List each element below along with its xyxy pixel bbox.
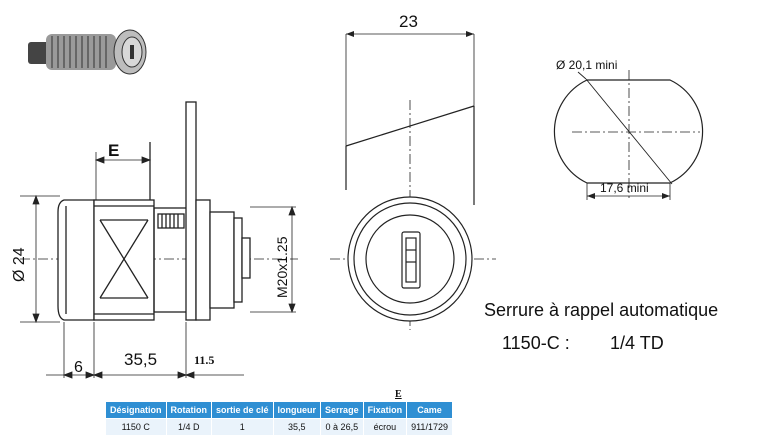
section-detail bbox=[553, 70, 704, 200]
dim-diameter-24: Ø 24 bbox=[11, 247, 28, 282]
cell-rotation: 1/4 D bbox=[165, 418, 213, 436]
header-fixing: Fixation bbox=[362, 401, 408, 419]
dim-diameter-mini: Ø 20,1 mini bbox=[556, 58, 617, 72]
header-cam: Came bbox=[406, 401, 453, 419]
cell-clamping: 0 à 26,5 bbox=[320, 418, 364, 436]
header-clamping: Serrage bbox=[320, 401, 364, 419]
side-view bbox=[20, 101, 298, 321]
cell-key-exit: 1 bbox=[211, 418, 274, 436]
front-view bbox=[330, 33, 496, 330]
product-title: Serrure à rappel automatique bbox=[484, 300, 719, 320]
spec-table: Désignation Rotation sortie de clé longu… bbox=[105, 401, 453, 436]
cell-cam: 911/1729 bbox=[406, 418, 453, 436]
lock-photo bbox=[28, 29, 147, 75]
dim-11-5: 11.5 bbox=[194, 353, 214, 367]
model-reference: 1150-C : bbox=[502, 333, 570, 353]
header-rotation: Rotation bbox=[165, 401, 213, 419]
dim-6: 6 bbox=[74, 359, 83, 376]
header-key-exit: sortie de clé bbox=[211, 401, 274, 419]
table-marker: E bbox=[395, 389, 402, 400]
dim-flat-mini: 17,6 mini bbox=[600, 181, 649, 195]
rotation-label: 1/4 TD bbox=[610, 333, 664, 353]
dim-e: E bbox=[108, 141, 119, 160]
dim-35-5: 35,5 bbox=[124, 350, 157, 369]
table-row: 1150 C 1/4 D 1 35,5 0 à 26,5 écrou 911/1… bbox=[105, 418, 453, 436]
table-header-row: Désignation Rotation sortie de clé longu… bbox=[105, 401, 453, 419]
dim-width-23: 23 bbox=[399, 12, 418, 31]
dim-thread: M20x1.25 bbox=[274, 236, 290, 298]
cell-fixing: écrou bbox=[362, 418, 408, 436]
front-view-arrows bbox=[346, 31, 474, 37]
header-length: longueur bbox=[272, 401, 322, 419]
section-arrows bbox=[587, 193, 670, 199]
cell-length: 35,5 bbox=[272, 418, 322, 436]
side-view-dimensions bbox=[20, 152, 296, 379]
cell-designation: 1150 C bbox=[105, 418, 167, 436]
header-designation: Désignation bbox=[105, 401, 167, 419]
